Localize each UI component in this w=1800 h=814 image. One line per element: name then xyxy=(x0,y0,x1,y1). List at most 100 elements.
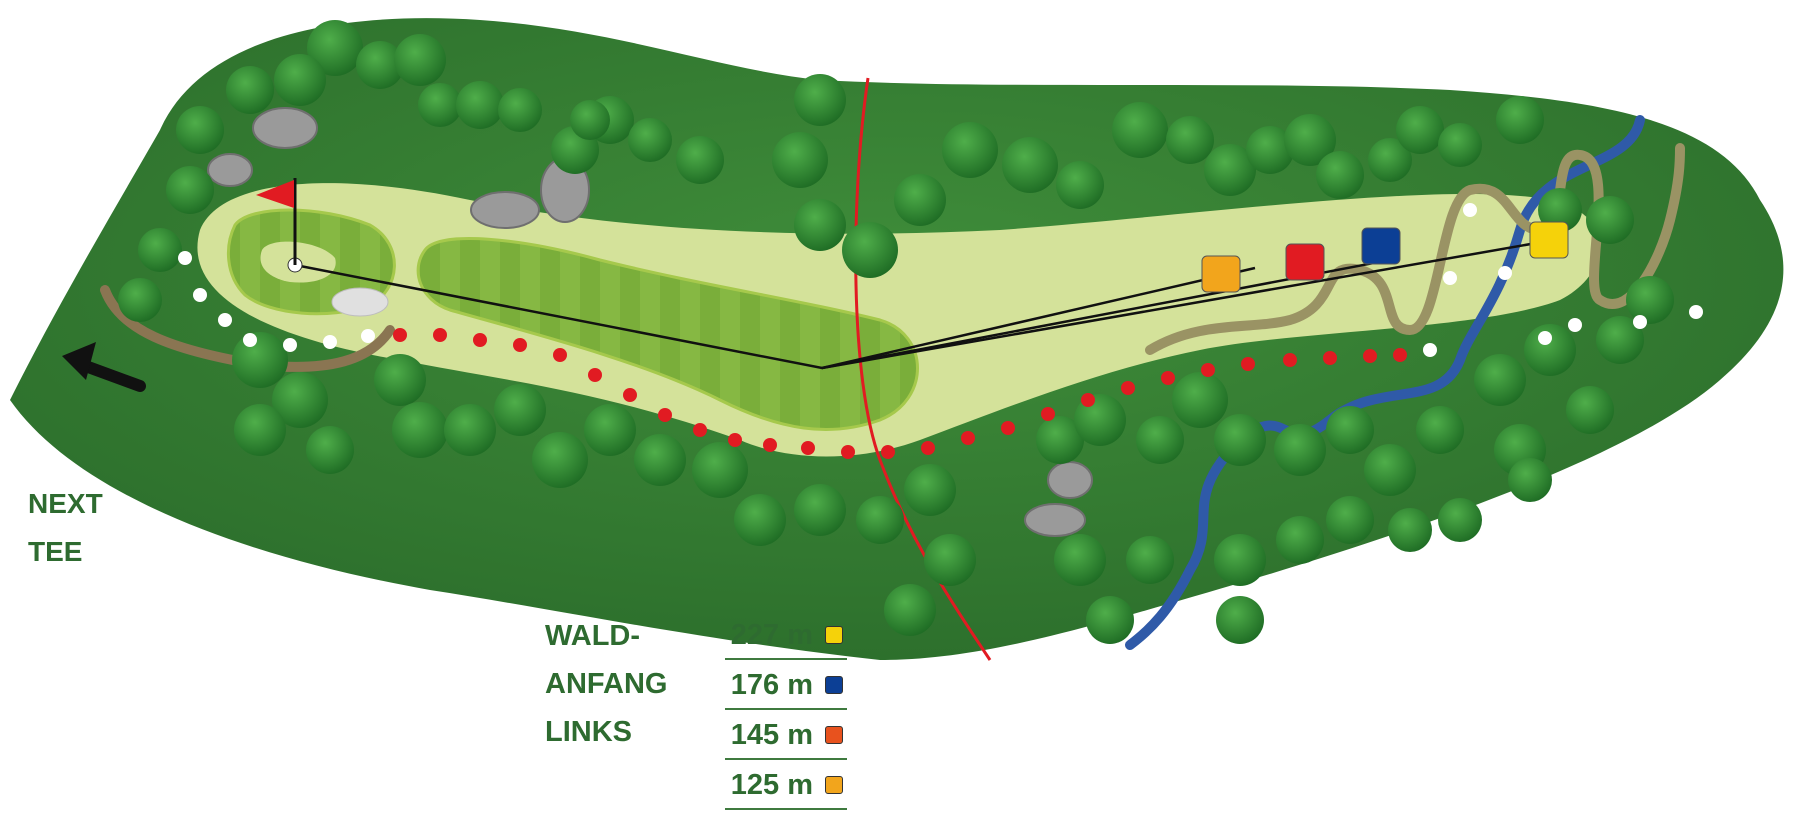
tree-icon xyxy=(1246,126,1294,174)
red-stake xyxy=(513,338,527,352)
distance-value: 176 m xyxy=(730,669,813,701)
red-stake xyxy=(1041,407,1055,421)
white-stake xyxy=(1443,271,1457,285)
distance-row-yellow: 227 m xyxy=(725,612,847,660)
red-stake xyxy=(921,441,935,455)
red-stake xyxy=(588,368,602,382)
tree-icon xyxy=(904,464,956,516)
red-stake xyxy=(763,438,777,452)
tree-icon xyxy=(456,81,504,129)
tree-icon xyxy=(676,136,724,184)
trees xyxy=(118,20,1674,644)
bunker xyxy=(331,287,389,317)
distance-row-red: 145 m xyxy=(725,712,847,760)
tree-icon xyxy=(234,404,286,456)
hole-name: WALD- ANFANG LINKS xyxy=(545,612,667,756)
distance-row-orange: 125 m xyxy=(725,762,847,810)
white-stake xyxy=(1689,305,1703,319)
tree-icon xyxy=(1586,196,1634,244)
tree-icon xyxy=(118,278,162,322)
tree-icon xyxy=(1364,444,1416,496)
tree-icon xyxy=(634,434,686,486)
tree-icon xyxy=(794,484,846,536)
tree-icon xyxy=(794,199,846,251)
red-stake xyxy=(1001,421,1015,435)
tree-icon xyxy=(1166,116,1214,164)
tree-icon xyxy=(1054,534,1106,586)
tree-icon xyxy=(272,372,328,428)
tree-icon xyxy=(1596,316,1644,364)
tree-icon xyxy=(1136,416,1184,464)
tree-icon xyxy=(794,74,846,126)
tree-icon xyxy=(894,174,946,226)
tree-icon xyxy=(942,122,998,178)
hole-name-line-1: WALD- xyxy=(545,620,641,652)
next-tee-line-1: NEXT xyxy=(28,488,103,519)
white-stake xyxy=(361,329,375,343)
tree-icon xyxy=(232,332,288,388)
tree-icon xyxy=(1416,406,1464,454)
tree-icon xyxy=(1388,508,1432,552)
rocks xyxy=(207,107,1093,537)
tree-icon xyxy=(356,41,404,89)
play-line-2 xyxy=(821,239,1549,370)
tree-icon xyxy=(138,228,182,272)
tree-icon xyxy=(1216,596,1264,644)
tree-icon xyxy=(856,496,904,544)
tree-icon xyxy=(532,432,588,488)
landing-zone xyxy=(416,237,919,432)
red-stake xyxy=(1241,357,1255,371)
tree-icon xyxy=(374,354,426,406)
red-stake xyxy=(1323,351,1337,365)
white-stake xyxy=(1568,318,1582,332)
red-stake xyxy=(881,445,895,459)
white-stake xyxy=(1498,266,1512,280)
tree-icon xyxy=(274,54,326,106)
red-stake xyxy=(801,441,815,455)
red-stake xyxy=(728,433,742,447)
tree-icon xyxy=(1214,534,1266,586)
tree-icon xyxy=(394,34,446,86)
white-stakes xyxy=(178,203,1703,357)
tree-icon xyxy=(692,442,748,498)
red-stake xyxy=(393,328,407,342)
tree-icon xyxy=(1276,516,1324,564)
red-stake xyxy=(1283,353,1297,367)
red-stake xyxy=(553,348,567,362)
distance-value: 145 m xyxy=(730,719,813,751)
distance-value: 125 m xyxy=(730,769,813,801)
tree-icon xyxy=(628,118,672,162)
tree-icon xyxy=(418,83,462,127)
tree-icon xyxy=(842,222,898,278)
tree-icon xyxy=(1002,137,1058,193)
orange-tee-swatch xyxy=(825,776,843,794)
tree-icon xyxy=(584,404,636,456)
tee-marker-125 xyxy=(1201,255,1241,293)
next-tee-label: NEXT TEE xyxy=(28,480,103,576)
distance-row-blue: 176 m xyxy=(725,662,847,710)
white-stake xyxy=(218,313,232,327)
play-line-3 xyxy=(821,266,1256,370)
tree-icon xyxy=(570,100,610,140)
flag-icon xyxy=(256,180,294,208)
tree-icon xyxy=(176,106,224,154)
white-stake xyxy=(1538,331,1552,345)
tree-icon xyxy=(166,166,214,214)
red-stake xyxy=(473,333,487,347)
red-stake xyxy=(1121,381,1135,395)
tree-icon xyxy=(1204,144,1256,196)
tree-icon xyxy=(1074,394,1126,446)
red-stake xyxy=(1161,371,1175,385)
tree-icon xyxy=(1538,188,1582,232)
tree-icon xyxy=(1112,102,1168,158)
red-stake xyxy=(1201,363,1215,377)
tree-icon xyxy=(307,20,363,76)
tree-icon xyxy=(306,426,354,474)
tree-icon xyxy=(734,494,786,546)
red-stake xyxy=(433,328,447,342)
red-stake xyxy=(623,388,637,402)
white-stake xyxy=(283,338,297,352)
cart-path-right xyxy=(1145,143,1685,355)
out-of-bounds-line xyxy=(854,77,992,661)
tree-icon xyxy=(1396,106,1444,154)
